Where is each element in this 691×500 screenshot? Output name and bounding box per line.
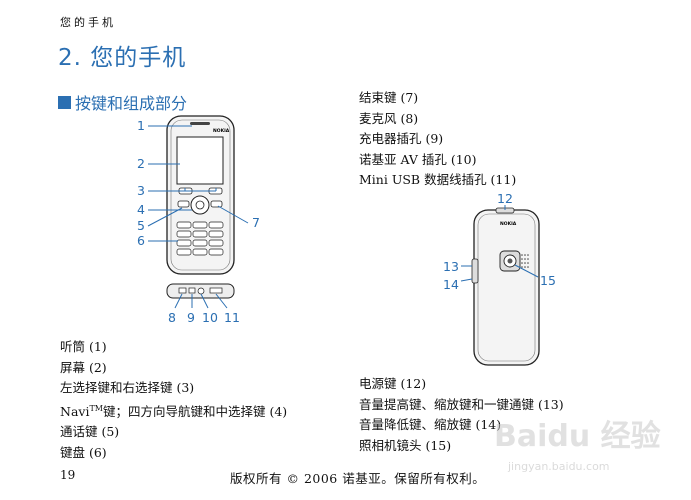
- list-item: 诺基亚 AV 插孔 (10): [359, 151, 477, 167]
- right-top-parts-list: 结束键 (7) 麦克风 (8) 充电器插孔 (9) 诺基亚 AV 插孔 (10)…: [359, 88, 516, 191]
- volume-keys: [471, 258, 479, 284]
- svg-text:NOKIA: NOKIA: [500, 221, 517, 227]
- list-item: 充电器插孔 (9): [359, 131, 444, 146]
- callout-13: 13: [443, 259, 459, 274]
- callout-9: 9: [187, 310, 195, 325]
- baidu-watermark: Baidu 经验 jingyan.baidu.com: [494, 419, 661, 473]
- screen: [176, 136, 224, 185]
- callout-15: 15: [540, 273, 556, 288]
- keypad: [176, 221, 224, 256]
- list-item: Mini USB 数据线插孔 (11): [359, 172, 517, 187]
- chapter-title: 2. 您的手机: [58, 45, 187, 71]
- list-item: 照相机镜头 (15): [359, 437, 452, 453]
- section-heading: 按键和组成部分: [58, 90, 187, 114]
- end-key: [210, 200, 223, 208]
- callout-1: 1: [137, 118, 145, 133]
- list-item: 左选择键和右选择键 (3): [60, 380, 195, 395]
- list-item: 麦克风 (8): [359, 110, 419, 126]
- callout-12: 12: [497, 193, 513, 206]
- callout-5: 5: [137, 218, 145, 233]
- list-item: 通话键 (5): [60, 424, 120, 440]
- list-item: 键盘 (6): [60, 444, 107, 460]
- callout-2: 2: [137, 156, 145, 171]
- callout-7: 7: [252, 215, 260, 230]
- list-item: 音量提高键、缩放键和一键通键 (13): [359, 396, 564, 412]
- list-item: 屏幕 (2): [60, 359, 107, 375]
- callout-8: 8: [168, 310, 176, 325]
- callout-10: 10: [202, 310, 218, 325]
- copyright-footer: 版权所有 © 2006 诺基亚。保留所有权利。: [230, 471, 486, 486]
- callout-3: 3: [137, 183, 145, 198]
- phone-front-illustration: NOKIA 1 2 3 4 5 6 7 8 9 10 11: [137, 115, 260, 325]
- callout-4: 4: [137, 202, 145, 217]
- call-key: [177, 200, 190, 208]
- section-square-icon: [58, 95, 71, 109]
- earpiece: [190, 122, 210, 125]
- list-item: 听筒 (1): [60, 339, 107, 354]
- list-item: 音量降低键、缩放键 (14): [359, 417, 502, 432]
- brand-label: NOKIA: [213, 128, 230, 134]
- speaker-grille: [521, 254, 529, 268]
- phone-back-illustration: NOKIA 12 13 14 15: [443, 193, 556, 366]
- list-item: 电源键 (12): [359, 376, 427, 391]
- svg-text:Baidu 经验: Baidu 经验: [494, 419, 661, 454]
- list-item: NaviTM键；四方向导航键和中选择键 (4): [60, 403, 288, 419]
- callout-11: 11: [224, 310, 240, 325]
- running-head: 您的手机: [60, 16, 116, 29]
- svg-text:jingyan.baidu.com: jingyan.baidu.com: [507, 460, 610, 473]
- callout-14: 14: [443, 277, 459, 292]
- callout-6: 6: [137, 233, 145, 248]
- right-bottom-parts-list: 电源键 (12) 音量提高键、缩放键和一键通键 (13) 音量降低键、缩放键 (…: [359, 374, 564, 456]
- page-number: 19: [60, 468, 76, 482]
- phone-back-body: [473, 209, 540, 366]
- section-title: 按键和组成部分: [75, 94, 188, 113]
- list-item: 结束键 (7): [359, 90, 419, 105]
- left-parts-list: 听筒 (1) 屏幕 (2) 左选择键和右选择键 (3) NaviTM键；四方向导…: [60, 337, 287, 463]
